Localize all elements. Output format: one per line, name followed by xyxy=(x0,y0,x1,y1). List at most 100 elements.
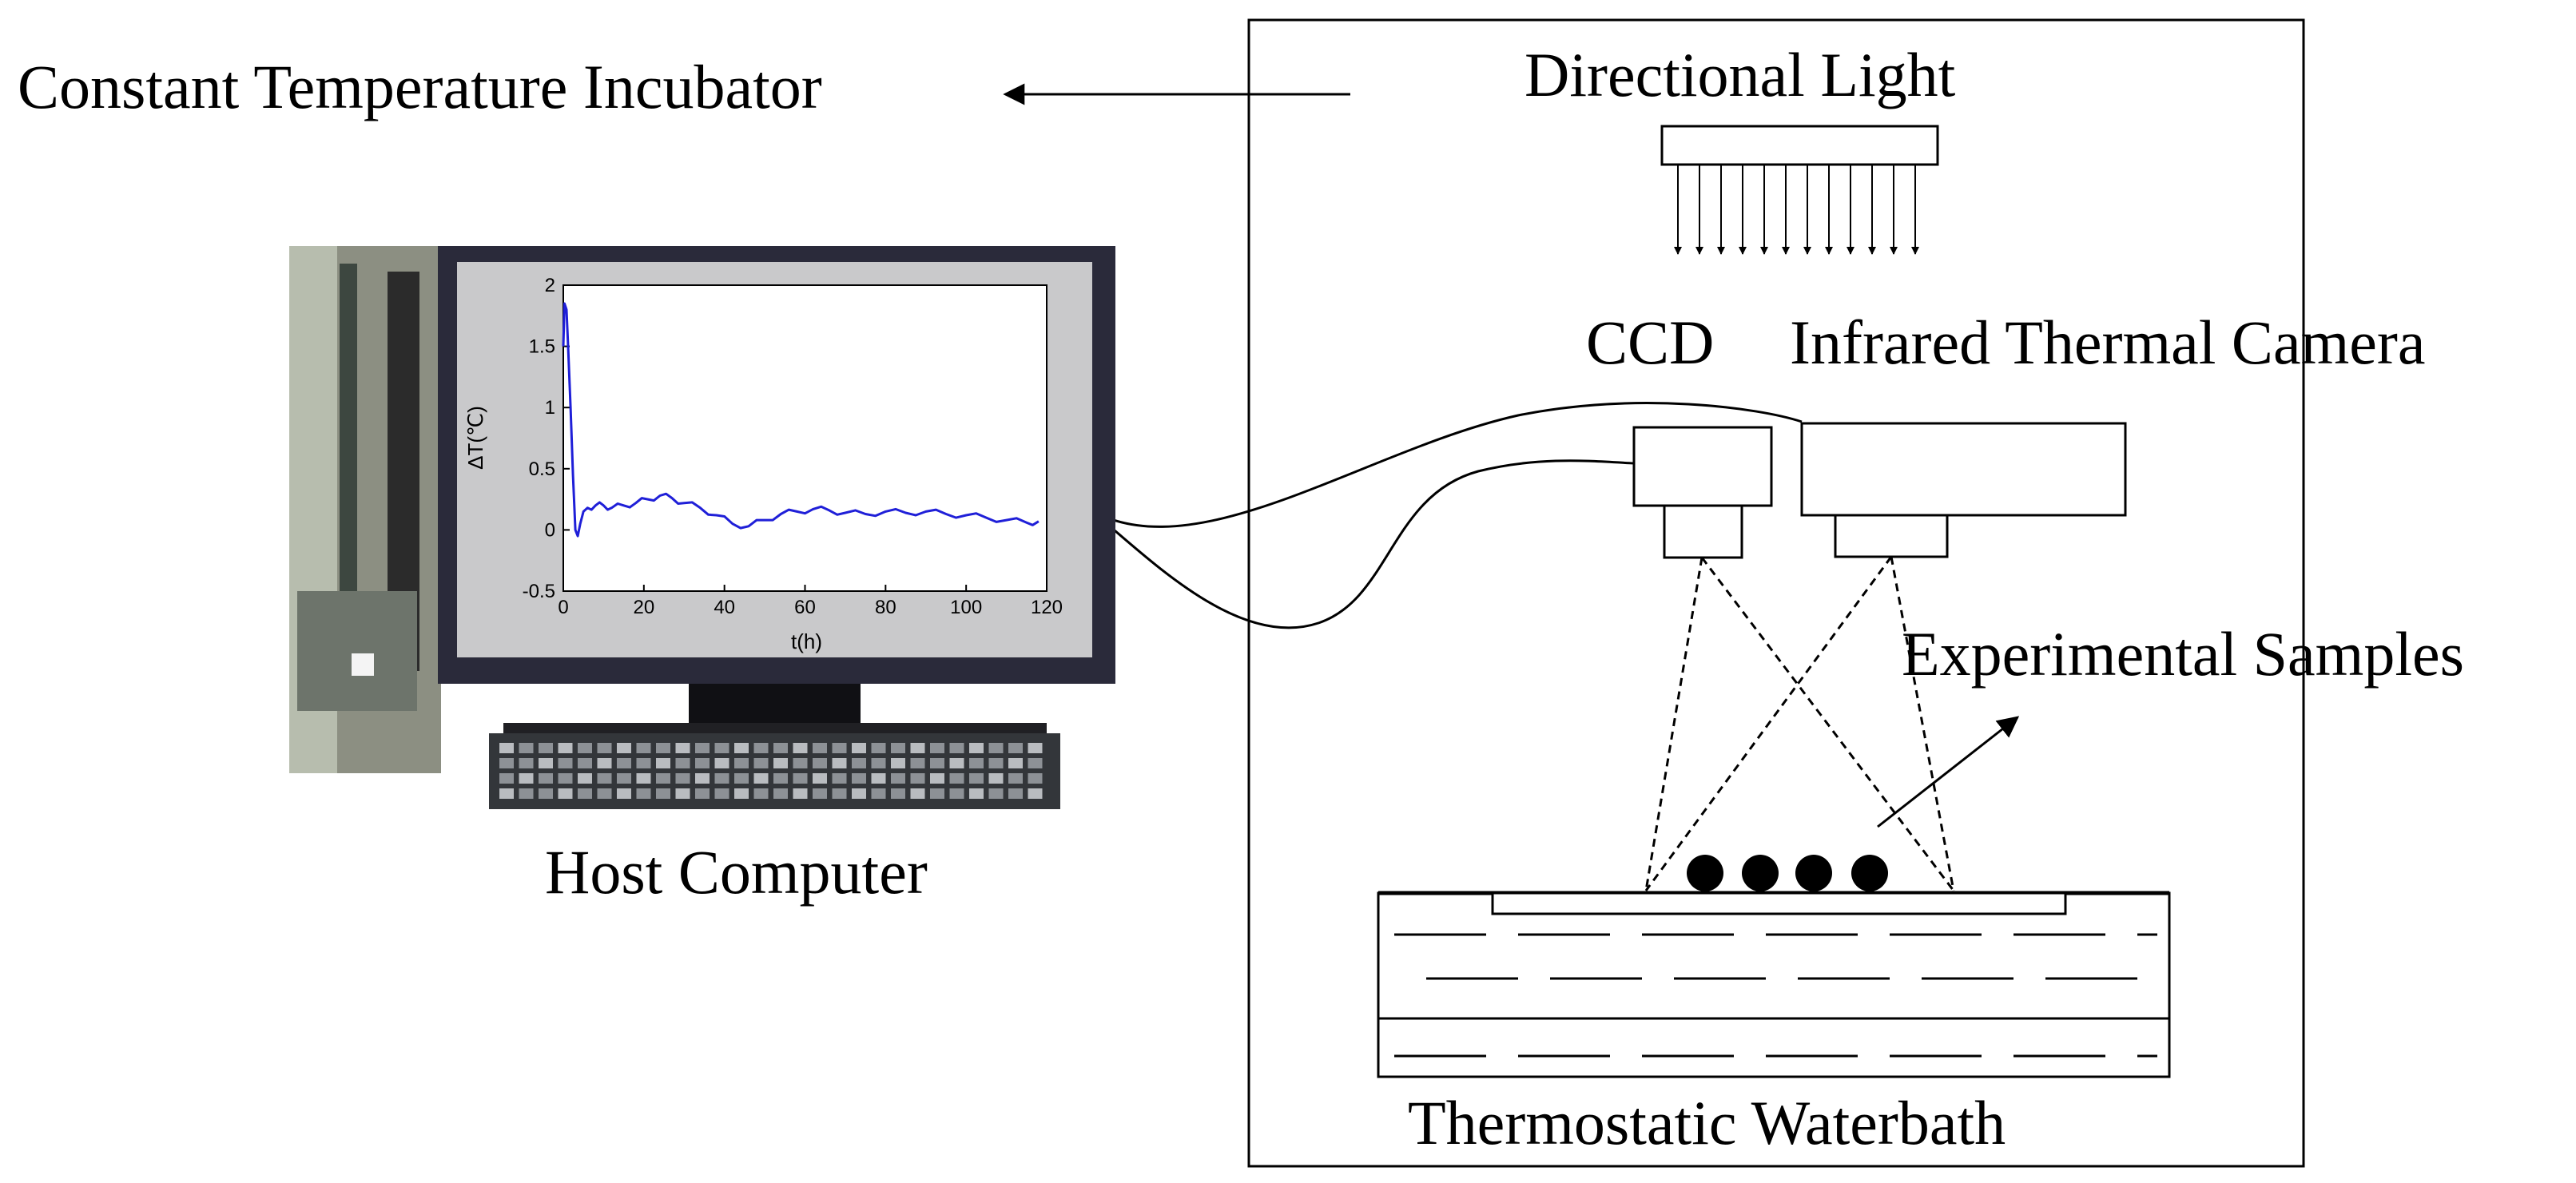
keyboard-key xyxy=(891,743,905,753)
y-tick-label: 0 xyxy=(545,519,555,541)
keyboard-key xyxy=(519,788,534,799)
keyboard-key xyxy=(930,773,944,784)
keyboard-key xyxy=(793,743,808,753)
samples-label: Experimental Samples xyxy=(1902,619,2464,689)
keyboard-key xyxy=(969,788,984,799)
keyboard-key xyxy=(891,758,905,768)
keyboard-key xyxy=(871,773,886,784)
keyboard-key xyxy=(558,758,573,768)
x-tick-label: 60 xyxy=(794,597,816,618)
keyboard-key xyxy=(988,788,1004,799)
keyboard-key xyxy=(910,773,925,784)
keyboard-key xyxy=(753,788,769,799)
keyboard-key xyxy=(930,788,944,799)
keyboard-key xyxy=(695,758,710,768)
samples-pointer-arrow xyxy=(1877,716,2020,828)
keyboard-key xyxy=(597,743,612,753)
keyboard-key xyxy=(1028,758,1043,768)
keyboard-key xyxy=(910,743,925,753)
keyboard-key xyxy=(930,743,944,753)
keyboard-key xyxy=(753,743,769,753)
ccd-label: CCD xyxy=(1586,308,1714,377)
ccd-camera-lens xyxy=(1663,504,1743,559)
keyboard-key xyxy=(675,758,690,768)
keyboard-key xyxy=(1028,743,1043,753)
waterbath-label: Thermostatic Waterbath xyxy=(1408,1088,2006,1157)
keyboard-key xyxy=(832,788,847,799)
keyboard-key xyxy=(988,773,1004,784)
keyboard-key xyxy=(499,773,514,784)
experimental-samples xyxy=(1687,855,1888,891)
keyboard-key xyxy=(597,788,612,799)
computer-tower xyxy=(289,246,441,773)
keyboard-key xyxy=(753,773,769,784)
keyboard-key xyxy=(813,758,827,768)
keyboard-key xyxy=(852,743,866,753)
keyboard-key xyxy=(656,788,670,799)
keyboard-key xyxy=(753,758,769,768)
incubator-box xyxy=(1247,18,2305,1168)
sample-dot xyxy=(1851,855,1888,891)
keyboard-key xyxy=(578,758,592,768)
keyboard-key xyxy=(852,758,866,768)
keyboard-key xyxy=(636,788,651,799)
keyboard-key xyxy=(636,743,651,753)
cable-to-ccd-camera xyxy=(1108,459,1635,629)
x-tick-label: 80 xyxy=(875,597,896,618)
keyboard-key xyxy=(813,773,827,784)
keyboard-key xyxy=(539,758,553,768)
keyboard-key xyxy=(499,743,514,753)
keyboard-key xyxy=(773,788,788,799)
keyboard-key xyxy=(734,773,749,784)
keyboard-key xyxy=(675,773,690,784)
keyboard-key xyxy=(1008,758,1023,768)
keyboard-key xyxy=(499,758,514,768)
monitor-stand-neck xyxy=(689,684,861,728)
y-tick-label: 1 xyxy=(545,397,555,419)
keyboard-key xyxy=(597,773,612,784)
keyboard-key xyxy=(714,773,729,784)
keyboard-key xyxy=(539,773,553,784)
keyboard-key xyxy=(988,743,1004,753)
keyboard-key xyxy=(636,773,651,784)
x-tick-label: 120 xyxy=(1031,597,1063,618)
keyboard-key xyxy=(578,788,592,799)
keyboard-key xyxy=(910,758,925,768)
waterbath-tank xyxy=(1377,891,2171,1078)
keyboard-key xyxy=(1028,788,1043,799)
keyboard-key xyxy=(930,758,944,768)
keyboard-key xyxy=(695,788,710,799)
keyboard-key xyxy=(949,758,964,768)
keyboard-key xyxy=(832,743,847,753)
sample-tray xyxy=(1491,891,2067,915)
keyboard-key xyxy=(969,758,984,768)
y-tick-label: 1.5 xyxy=(529,336,555,358)
host-computer-label: Host Computer xyxy=(545,837,928,907)
keyboard-key xyxy=(675,788,690,799)
keyboard-key xyxy=(636,758,651,768)
keyboard-key xyxy=(734,788,749,799)
keyboard-key xyxy=(1008,788,1023,799)
keyboard-key xyxy=(695,743,710,753)
keyboard-key xyxy=(539,788,553,799)
keyboard-key xyxy=(813,743,827,753)
sample-dot xyxy=(1687,855,1723,891)
keyboard-key xyxy=(558,788,573,799)
keyboard-key xyxy=(578,773,592,784)
cable-to-thermal-camera xyxy=(1106,402,1803,528)
keyboard-key xyxy=(695,773,710,784)
x-tick-label: 0 xyxy=(558,597,568,618)
y-tick-label: 0.5 xyxy=(529,459,555,480)
sample-dot xyxy=(1742,855,1779,891)
keyboard-key xyxy=(617,758,631,768)
y-tick-label: -0.5 xyxy=(523,581,555,602)
keyboard-key xyxy=(949,743,964,753)
keyboard-key xyxy=(1008,743,1023,753)
keyboard-key xyxy=(773,758,788,768)
plot-x-label: t(h) xyxy=(791,629,822,653)
keyboard-key xyxy=(773,743,788,753)
power-button-icon xyxy=(352,653,374,676)
keyboard-key xyxy=(675,743,690,753)
